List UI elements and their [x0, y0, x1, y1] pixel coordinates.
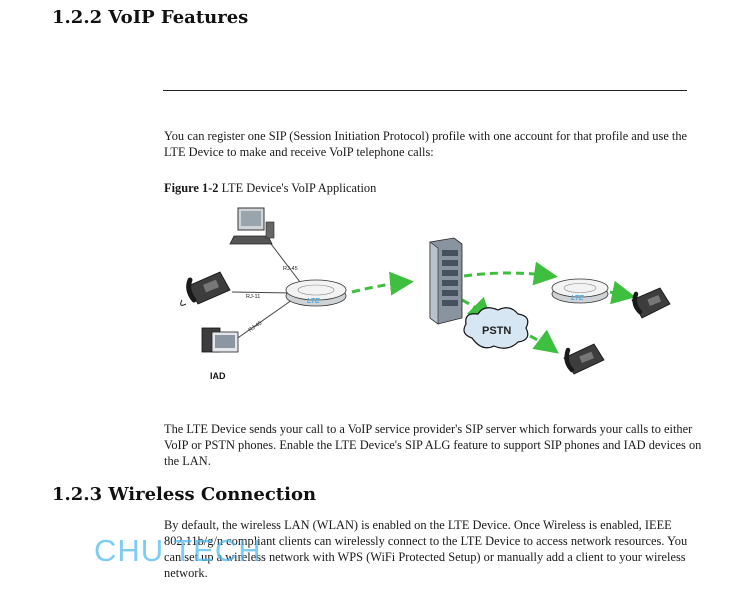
label-rj11: RJ-11	[246, 294, 260, 300]
label-lte-local: LTE	[307, 298, 320, 305]
telephone-icon	[180, 271, 231, 306]
label-rj45-top: RJ-45	[283, 266, 298, 272]
arrow-sip-server-to-remote-lte	[463, 261, 558, 286]
pstn-cloud-icon	[463, 307, 529, 349]
sip-server-paragraph: The LTE Device sends your call to a VoIP…	[164, 422, 702, 468]
iad-icon	[201, 327, 239, 353]
computer-icon	[229, 207, 275, 245]
figure-caption: Figure 1-2 LTE Device's VoIP Application	[164, 181, 376, 196]
label-iad: IAD	[210, 371, 226, 381]
voip-application-diagram: RJ-45 RJ-11 RJ-45 IAD LTE	[180, 207, 671, 381]
label-pstn: PSTN	[482, 325, 511, 337]
figure-title: LTE Device's VoIP Application	[221, 181, 377, 195]
wireless-paragraph: By default, the wireless LAN (WLAN) is e…	[164, 518, 688, 580]
section-divider	[163, 90, 687, 91]
label-lte-remote: LTE	[571, 295, 584, 302]
cable-computer	[267, 239, 301, 283]
lte-device-local-icon	[285, 279, 347, 307]
section-heading-wireless-connection: 1.2.3 Wireless Connection	[52, 484, 317, 505]
figure-number: Figure 1-2	[164, 181, 219, 195]
intro-paragraph: You can register one SIP (Session Initia…	[164, 129, 688, 159]
cable-phone	[231, 291, 293, 294]
watermark-text: CHU TECH	[94, 533, 262, 568]
section-heading-voip-features: 1.2.2 VoIP Features	[52, 7, 249, 28]
telephone-remote-icon	[631, 287, 671, 319]
arrow-pstn-to-phone	[529, 329, 559, 354]
arrow-remote-lte-to-phone	[609, 280, 636, 305]
lte-device-remote-icon	[551, 278, 609, 304]
sip-server-icon	[429, 237, 463, 325]
telephone-pstn-icon	[563, 343, 605, 375]
cable-iad	[231, 299, 293, 343]
label-rj45-bottom: RJ-45	[248, 320, 263, 333]
arrow-lte-to-sip-server	[351, 271, 414, 296]
